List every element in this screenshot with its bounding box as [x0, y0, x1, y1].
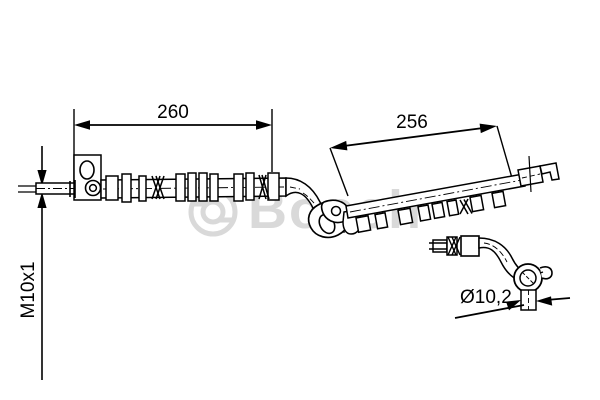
arrow-left-256 — [330, 140, 348, 151]
arrow-left-260 — [74, 120, 90, 130]
dimension-label-260: 260 — [157, 102, 189, 123]
dimension-256 — [329, 123, 513, 197]
mid-bend-and-bracket — [285, 177, 361, 239]
dimension-label-256: 256 — [396, 112, 428, 133]
arrow-right-dia — [506, 300, 521, 311]
hose-left-run — [100, 172, 287, 203]
banjo-fitting-detail — [429, 235, 553, 311]
dimension-label-m10x1: M10x1 — [18, 261, 39, 318]
left-tube-assembly — [35, 154, 102, 201]
arrow-up-m10 — [37, 192, 47, 208]
arrow-right-260 — [256, 120, 272, 130]
arrow-right-256 — [479, 123, 497, 134]
arrow-down-m10 — [37, 170, 47, 186]
bracket-oval-hole — [79, 160, 95, 180]
hose-right-run — [345, 173, 526, 234]
hook-end-fitting — [517, 155, 560, 193]
arrow-left-dia — [536, 296, 553, 306]
dimension-diameter-10-2 — [454, 296, 571, 319]
dimension-label-diameter: Ø10,2 — [460, 287, 512, 308]
